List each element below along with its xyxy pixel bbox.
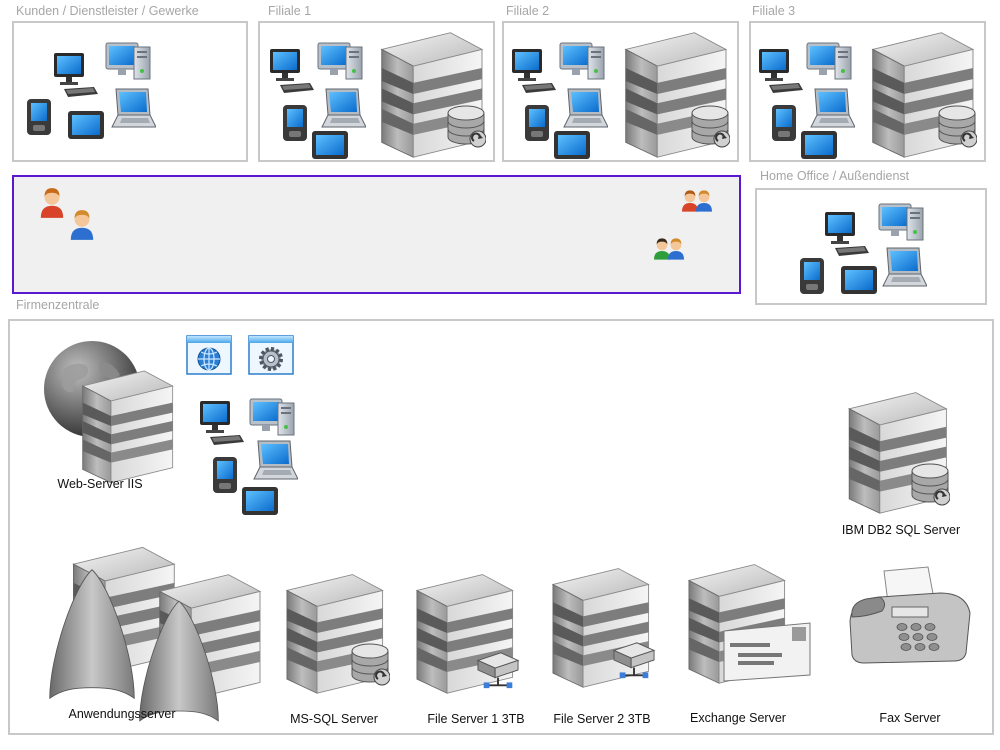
desktop-pc-icon [755,47,805,97]
node-label-file-server-1: File Server 1 3TB [427,712,525,726]
database-icon [446,105,486,149]
user-icon [38,187,66,219]
workstation-icon [248,395,298,439]
database-icon [690,105,730,149]
network-drive-icon [610,639,658,681]
database-icon [910,463,950,507]
pda-icon [769,103,799,143]
laptop-icon [805,87,855,131]
desktop-pc-icon [821,210,871,260]
pda-icon [797,256,827,296]
app-server-arch-icon [48,567,136,701]
laptop-icon [316,87,366,131]
settings-window-icon [248,335,294,375]
tablet-icon [240,485,280,517]
group-label-home-office: Home Office / Außendienst [760,169,910,183]
pda-icon [522,103,552,143]
desktop-pc-icon [196,399,246,449]
group-label-firmenzentrale: Firmenzentrale [16,298,100,312]
user-group-icon [666,237,686,261]
desktop-pc-icon [266,47,316,97]
user-group-icon [694,189,714,213]
node-label-exchange: Exchange Server [690,711,786,725]
tablet-icon [839,264,879,296]
node-label-ibm-db2: IBM DB2 SQL Server [841,523,961,537]
group-label-kunden: Kunden / Dienstleister / Gewerke [16,4,199,18]
desktop-pc-icon [50,51,100,101]
group-kunden [12,21,248,162]
app-server-arch-icon [138,599,220,723]
group-filiale1 [258,21,495,162]
node-label-web-server: Web-Server IIS [57,477,143,491]
group-filiale3 [749,21,986,162]
node-label-fax: Fax Server [879,711,941,725]
tablet-icon [799,129,839,161]
node-label-file-server-2: File Server 2 3TB [553,712,651,726]
pda-icon [24,97,54,137]
group-label-filiale2: Filiale 2 [506,4,550,18]
node-label-ms-sql: MS-SQL Server [290,712,378,726]
desktop-pc-icon [508,47,558,97]
laptop-icon [106,87,156,131]
envelope-icon [722,621,812,683]
server-tower-icon [76,367,176,485]
workstation-icon [104,39,154,83]
network-drive-icon [474,649,522,691]
web-browser-window-icon [186,335,232,375]
fax-machine-icon [844,565,974,665]
workstation-icon [877,200,927,244]
workstation-icon [805,39,855,83]
internet-zone [12,175,741,294]
group-firmenzentrale: Web-Server IIS IBM DB2 SQL Server Anwend… [8,319,994,735]
laptop-icon [877,246,927,290]
group-label-filiale1: Filiale 1 [268,4,312,18]
workstation-icon [316,39,366,83]
pda-icon [210,455,240,495]
node-label-anwendungsserver: Anwendungsserver [68,707,176,721]
workstation-icon [558,39,608,83]
user-icon [68,209,96,241]
laptop-icon [248,439,298,483]
tablet-icon [310,129,350,161]
group-home-office [755,188,987,305]
database-icon [350,643,390,687]
tablet-icon [66,109,106,141]
group-label-filiale3: Filiale 3 [752,4,796,18]
pda-icon [280,103,310,143]
group-filiale2 [502,21,739,162]
database-icon [937,105,977,149]
tablet-icon [552,129,592,161]
laptop-icon [558,87,608,131]
